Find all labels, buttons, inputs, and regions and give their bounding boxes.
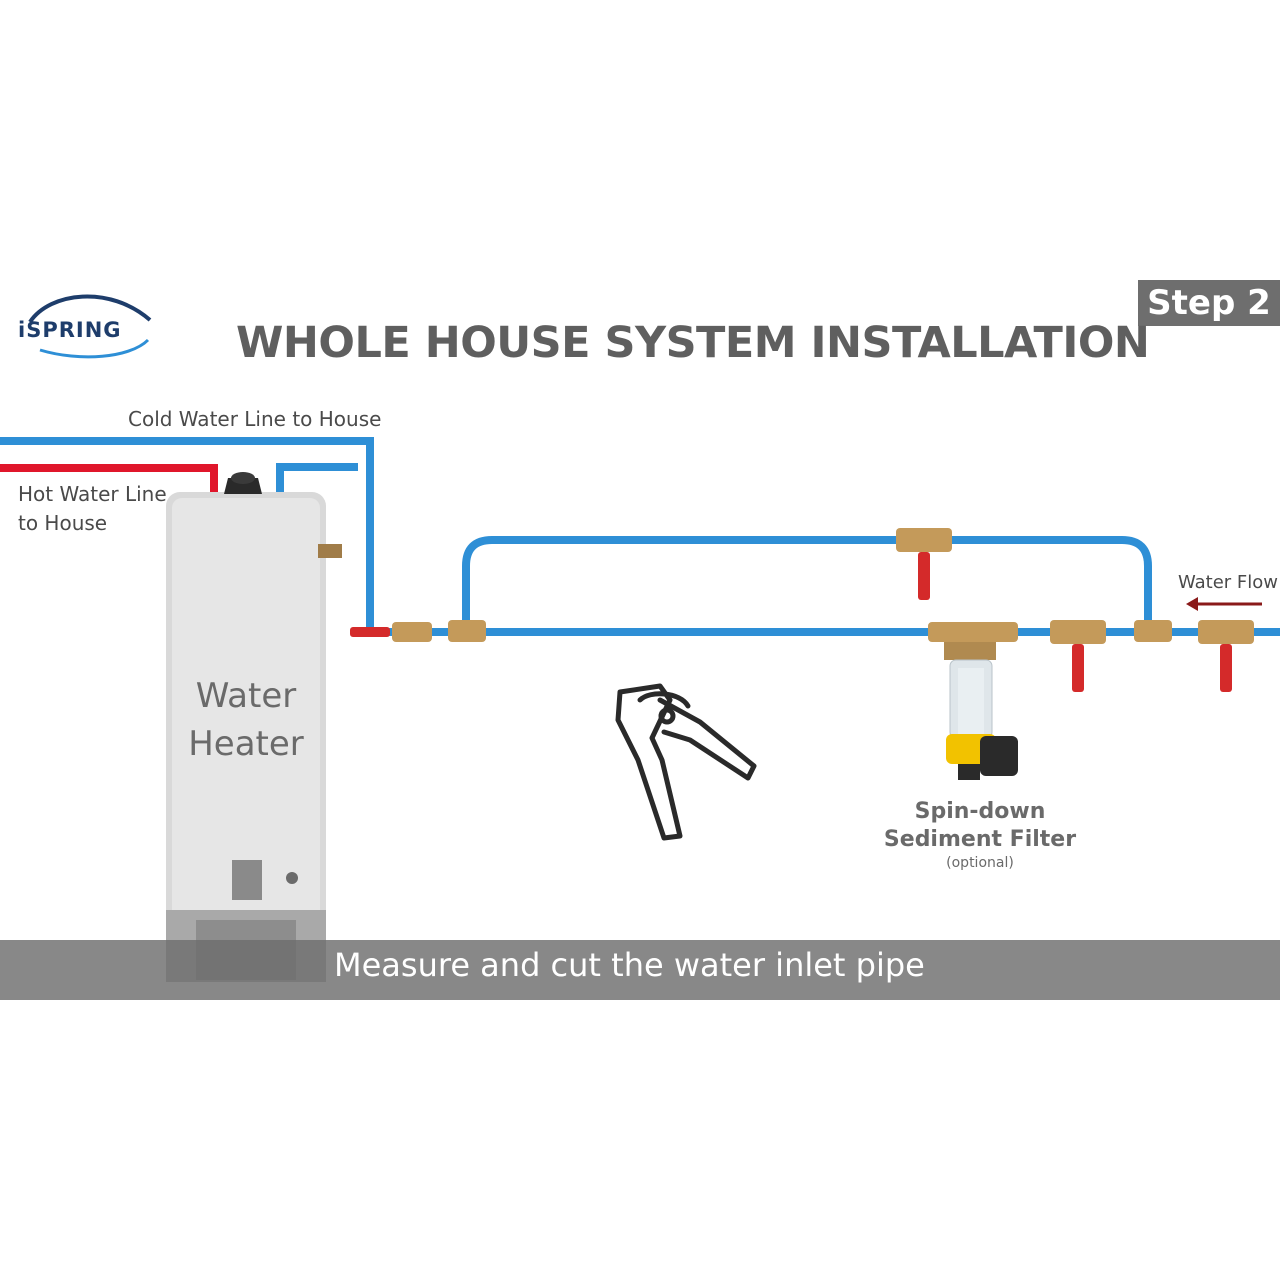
page-title: WHOLE HOUSE SYSTEM INSTALLATION bbox=[236, 318, 1150, 368]
ispring-logo-icon bbox=[28, 294, 152, 359]
cold-water-line-label: Cold Water Line to House bbox=[128, 407, 382, 431]
sediment-filter-label: Spin-down Sediment Filter (optional) bbox=[860, 798, 1100, 872]
ispring-logo-text: iSPRING bbox=[18, 318, 122, 342]
water-flow-label: Water Flow bbox=[1178, 572, 1279, 593]
hot-water-line-label: Hot Water Line to House bbox=[18, 480, 167, 538]
water-heater-label-line2: Heater bbox=[188, 724, 304, 764]
sediment-filter-label-optional: (optional) bbox=[946, 855, 1014, 871]
pipe-cutter-icon bbox=[615, 683, 757, 841]
hot-water-line-label-line2: to House bbox=[18, 511, 108, 535]
ball-valve-icon bbox=[350, 528, 1254, 692]
water-heater-label-line1: Water bbox=[195, 676, 297, 716]
caption-bar bbox=[0, 940, 1280, 1000]
sediment-filter-label-line1: Spin-down bbox=[914, 799, 1046, 824]
bypass-pipe bbox=[462, 536, 1152, 632]
hot-water-line-label-line1: Hot Water Line bbox=[18, 482, 167, 506]
sediment-filter-icon bbox=[928, 622, 1018, 780]
cold-water-pipe-heater bbox=[276, 463, 358, 496]
water-heater-label: Water Heater bbox=[170, 672, 322, 768]
sediment-filter-label-line2: Sediment Filter bbox=[883, 827, 1077, 852]
step-badge: Step 2 bbox=[1138, 280, 1280, 326]
water-flow-arrow-icon bbox=[1186, 597, 1262, 611]
tee-fitting-icon bbox=[448, 620, 1172, 642]
caption-text: Measure and cut the water inlet pipe bbox=[334, 946, 925, 984]
hot-water-pipe bbox=[0, 464, 218, 494]
